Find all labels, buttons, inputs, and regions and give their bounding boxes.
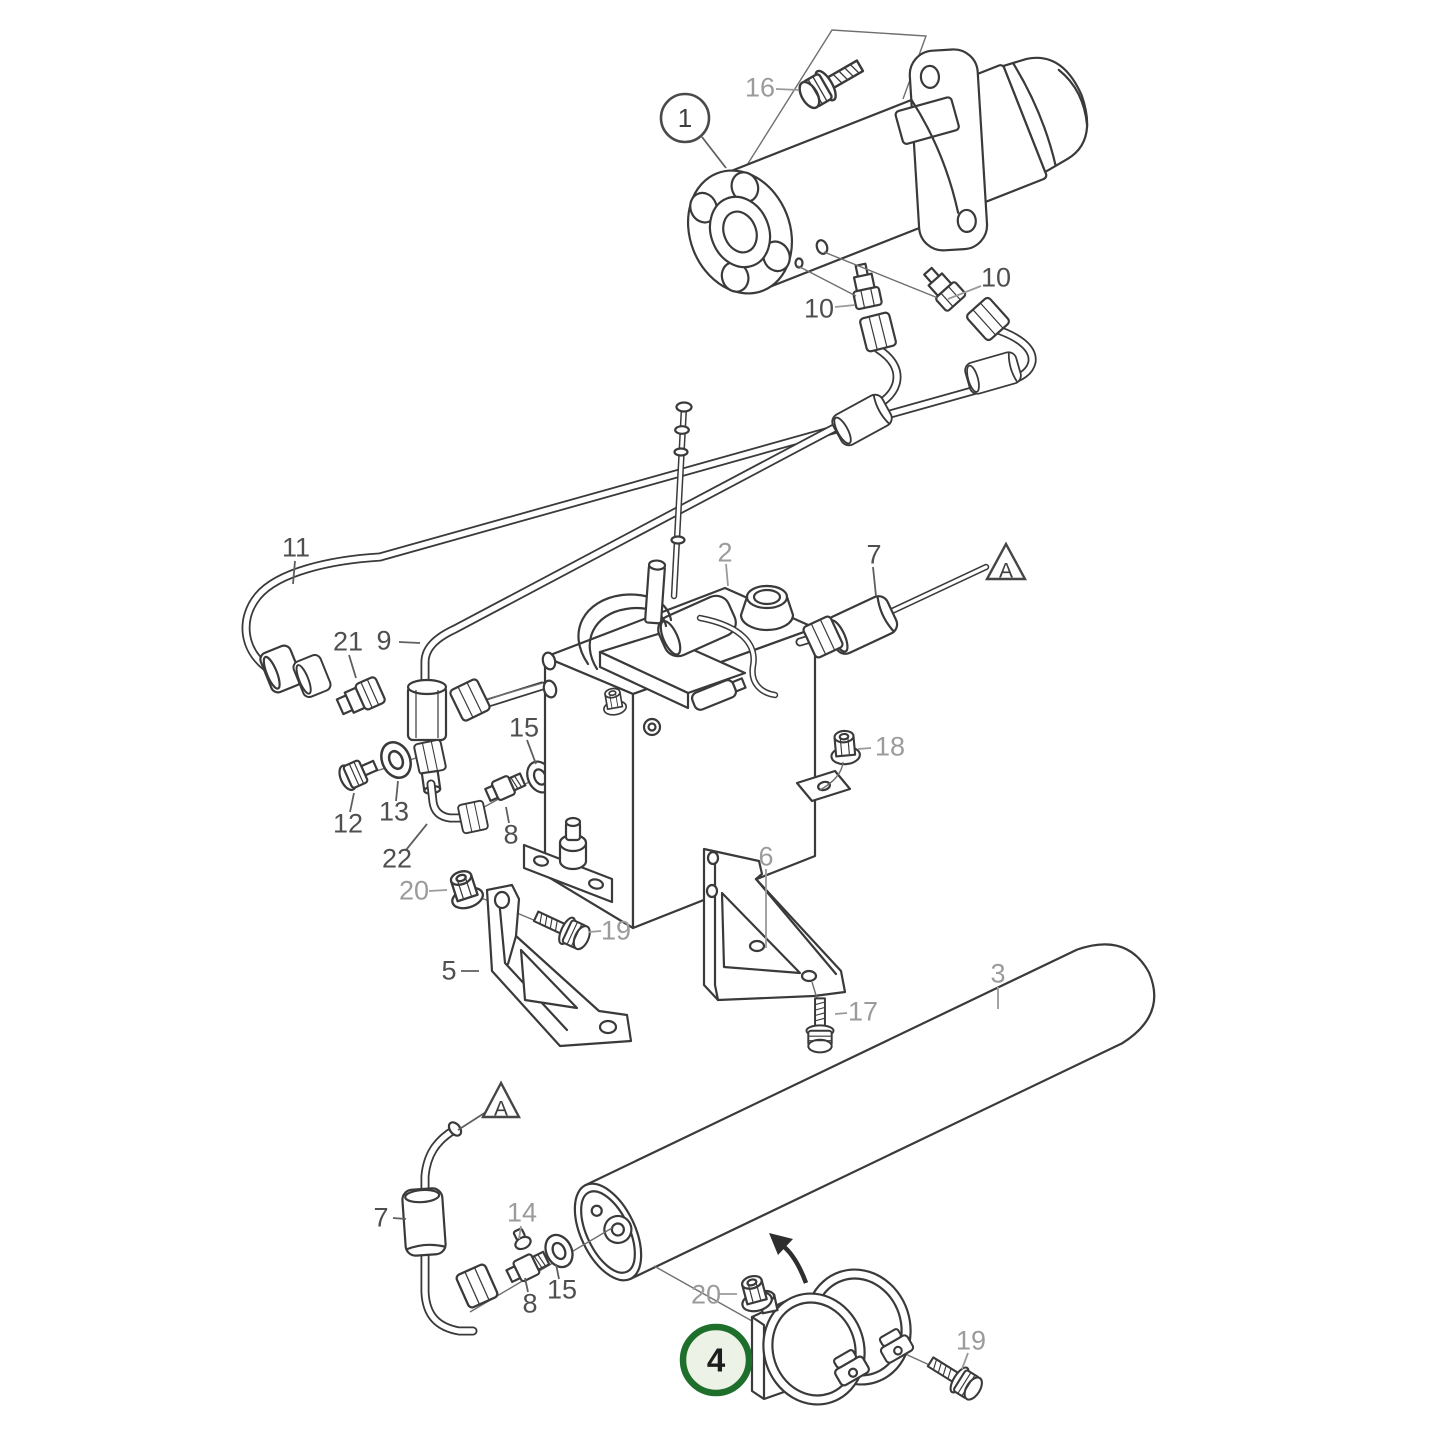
motor-1 xyxy=(686,29,1089,299)
hose-11 xyxy=(241,323,1037,672)
callout-1: 1 xyxy=(677,103,693,133)
highlight-circle-4[interactable] xyxy=(679,1323,753,1397)
marker-A1: A xyxy=(998,559,1014,583)
callout-3: 3 xyxy=(990,958,1006,989)
union-21 xyxy=(335,676,386,716)
nut-20-upper xyxy=(443,866,487,913)
callout-18: 18 xyxy=(874,731,906,762)
callout-19b: 19 xyxy=(955,1325,987,1356)
pump-head xyxy=(577,559,779,718)
callout-15b: 15 xyxy=(546,1274,578,1305)
callout-11: 11 xyxy=(281,532,311,563)
callout-7a: 7 xyxy=(866,539,882,570)
callout-19a: 19 xyxy=(600,915,632,946)
callout-circle-1 xyxy=(659,92,711,144)
hose-7-lower xyxy=(400,1121,500,1336)
callout-8a: 8 xyxy=(503,819,519,850)
callout-2: 2 xyxy=(717,537,733,568)
callout-16: 16 xyxy=(744,72,776,103)
bracket-5 xyxy=(477,883,633,1048)
fitting-10-left xyxy=(846,260,898,354)
callout-10a: 10 xyxy=(980,262,1012,293)
callout-22: 22 xyxy=(381,843,413,874)
callout-14: 14 xyxy=(506,1197,538,1228)
rotation-arrow xyxy=(769,1233,809,1284)
coupling-hose-11 xyxy=(257,642,334,700)
callout-12: 12 xyxy=(332,808,364,839)
callout-20b: 20 xyxy=(690,1279,722,1310)
callout-7b: 7 xyxy=(373,1202,389,1233)
plug-12 xyxy=(338,759,379,791)
ref-triangle-A-lower xyxy=(481,1080,521,1119)
filler-cap xyxy=(739,584,795,632)
ref-triangle-A-upper xyxy=(984,541,1028,581)
marker-A2: A xyxy=(493,1097,509,1121)
bracket-6 xyxy=(702,847,847,1002)
bolt-17 xyxy=(805,997,835,1054)
clip-14 xyxy=(512,1227,532,1251)
cylinder-3 xyxy=(469,943,1156,1313)
washer-13 xyxy=(374,736,418,784)
callout-4[interactable]: 4 xyxy=(706,1341,726,1379)
bolt-16 xyxy=(793,50,870,115)
callout-6: 6 xyxy=(758,841,774,872)
cable-7-upper xyxy=(795,563,990,660)
foot-left xyxy=(522,816,614,904)
leader-lines xyxy=(292,88,999,1370)
elbow-22 xyxy=(426,779,490,835)
callout-15a: 15 xyxy=(508,712,540,743)
callout-21: 21 xyxy=(332,626,364,657)
callout-8b: 8 xyxy=(522,1288,538,1319)
bolt-19-lower xyxy=(921,1348,988,1406)
nut-18 xyxy=(819,728,862,791)
nipple-8-upper xyxy=(484,772,527,802)
callout-17: 17 xyxy=(847,996,879,1027)
foot-right xyxy=(795,769,852,803)
callout-13: 13 xyxy=(378,796,410,827)
callout-10b: 10 xyxy=(803,293,835,324)
reservoir-2 xyxy=(522,401,852,930)
bolt-19-upper xyxy=(529,902,595,955)
callout-5: 5 xyxy=(441,955,457,986)
pump-rod xyxy=(670,401,693,600)
callout-20a: 20 xyxy=(398,875,430,906)
nipple-8-lower xyxy=(505,1250,551,1284)
callout-9: 9 xyxy=(376,625,392,656)
